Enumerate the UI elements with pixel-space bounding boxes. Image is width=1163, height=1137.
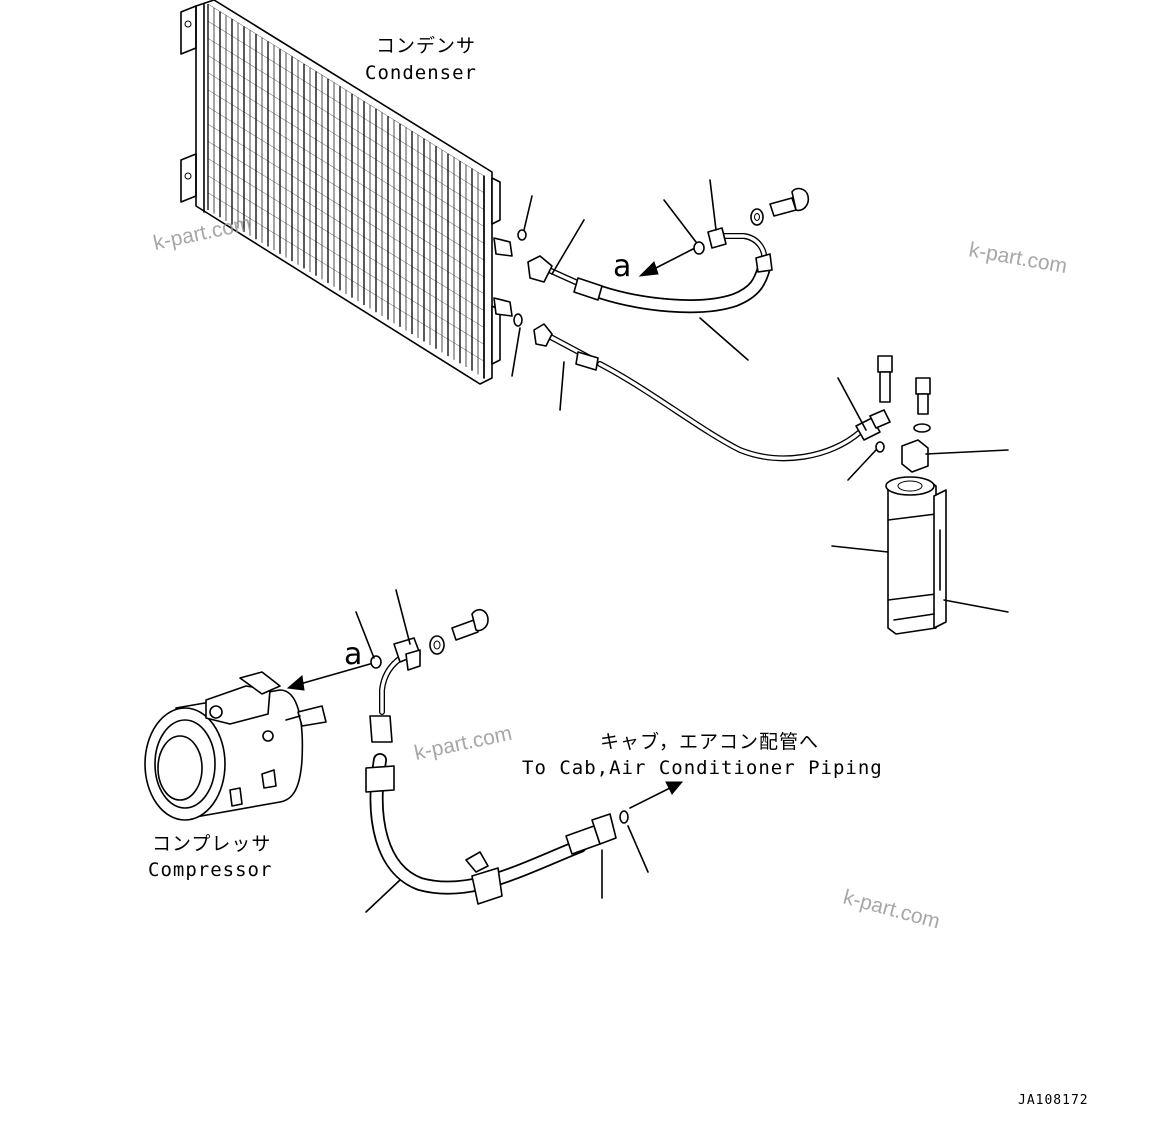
- condenser-tube: [207, 89, 485, 261]
- condenser-tube: [207, 124, 485, 294]
- o-ring: [875, 441, 885, 453]
- condenser-tube: [207, 158, 485, 328]
- compressor-label-en: Compressor: [148, 859, 272, 881]
- compressor-label-jp: コンプレッサ: [152, 833, 271, 855]
- condenser-label-en: Condenser: [365, 62, 477, 84]
- discharge-hose-upper: [527, 227, 773, 314]
- bolt-upper: [750, 187, 810, 226]
- o-ring: [513, 313, 523, 327]
- condenser-tube: [207, 175, 485, 345]
- condenser-label-jp: コンデンサ: [376, 35, 476, 57]
- direction-arrow: [638, 248, 694, 277]
- condenser: [180, 0, 513, 385]
- drawing-number: JA108172: [1018, 1093, 1089, 1108]
- reference-mark-a: a: [613, 249, 631, 284]
- watermark: k-part.com: [967, 238, 1069, 278]
- to-cab-label-en: To Cab,Air Conditioner Piping: [522, 757, 883, 779]
- condenser-tube: [207, 21, 485, 193]
- reference-mark-a: a: [344, 637, 362, 672]
- receiver-drier: [877, 355, 947, 635]
- o-ring: [619, 810, 629, 824]
- condenser-tube: [207, 192, 485, 362]
- compressor: [144, 671, 327, 821]
- condenser-tube: [207, 106, 485, 278]
- to-cab-label-jp: キャブ，エアコン配管へ: [600, 730, 819, 753]
- watermark: k-part.com: [412, 722, 514, 765]
- condenser-tube: [207, 38, 485, 210]
- direction-arrow: [286, 663, 371, 691]
- liquid-pipe: [533, 323, 891, 462]
- bolt-lower: [429, 608, 489, 655]
- condenser-tube: [207, 55, 485, 227]
- leader-lines: [355, 179, 1009, 913]
- suction-hose-lower: [365, 637, 617, 905]
- direction-arrow: [629, 781, 684, 809]
- watermark: k-part.com: [841, 886, 943, 934]
- condenser-tube: [207, 3, 485, 177]
- o-ring: [517, 229, 527, 241]
- o-ring: [370, 655, 382, 669]
- condenser-tube: [207, 72, 485, 244]
- o-ring: [693, 241, 705, 255]
- watermark: k-part.com: [151, 212, 253, 255]
- condenser-tube: [207, 141, 485, 311]
